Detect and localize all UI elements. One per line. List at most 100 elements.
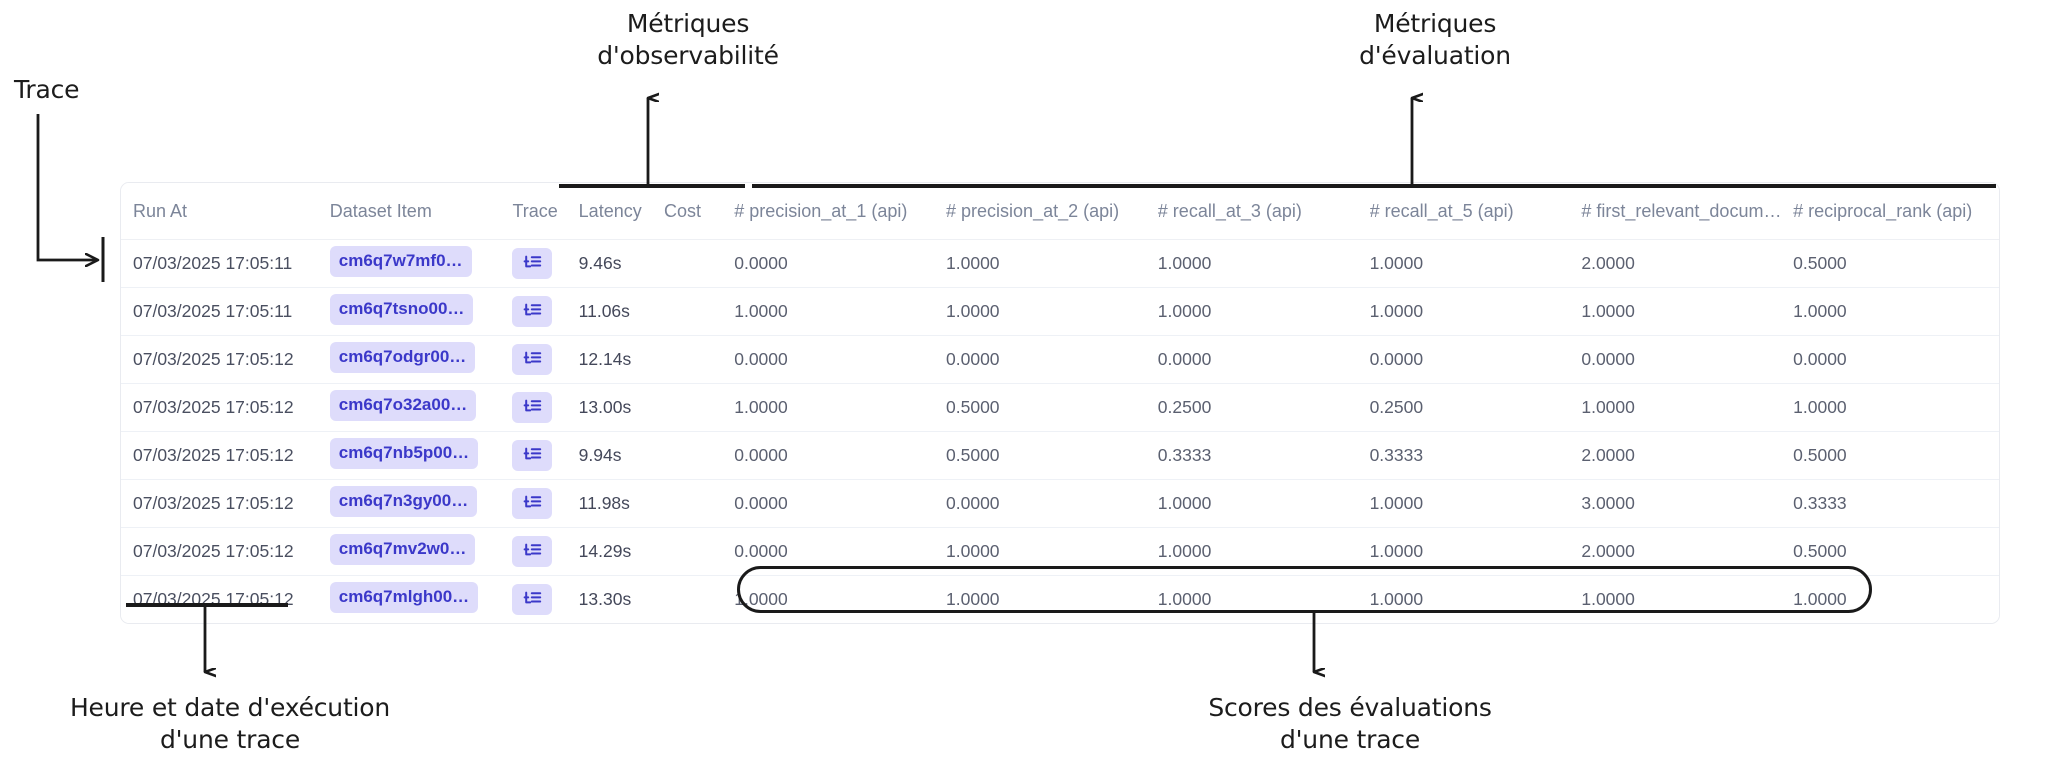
cell-first-relevant-document: 1.0000	[1581, 575, 1794, 623]
list-tree-icon[interactable]	[512, 296, 553, 327]
cell-trace	[512, 239, 579, 288]
column-header-latency[interactable]: Latency	[578, 183, 664, 240]
column-header-reciprocal-rank[interactable]: # reciprocal_rank (api)	[1793, 183, 1999, 240]
latency-text: 13.30s	[578, 589, 632, 609]
list-tree-icon[interactable]	[512, 536, 553, 567]
cell-latency: 11.98s	[578, 479, 664, 528]
cell-trace	[512, 527, 579, 576]
cell-first-relevant-document: 1.0000	[1581, 383, 1794, 432]
recall-at-3-value: 1.0000	[1157, 253, 1212, 273]
dataset-item-chip[interactable]: cm6q7mv2w0…	[329, 533, 476, 565]
cell-precision-at-1: 0.0000	[734, 527, 947, 576]
cell-dataset-item: cm6q7tsno00…	[329, 287, 513, 336]
dataset-item-chip[interactable]: cm6q7w7mf0…	[329, 245, 472, 277]
precision-at-1-value: 0.0000	[734, 349, 788, 369]
cell-recall-at-3: 1.0000	[1157, 527, 1370, 576]
list-tree-icon[interactable]	[512, 344, 553, 375]
cell-latency: 13.00s	[578, 383, 664, 432]
precision-at-2-value: 0.5000	[946, 445, 1000, 465]
cell-cost	[663, 239, 735, 288]
dataset-item-chip[interactable]: cm6q7nb5p00…	[329, 437, 479, 469]
column-header-recall-at-5[interactable]: # recall_at_5 (api)	[1369, 183, 1582, 240]
cell-run-at: 07/03/2025 17:05:12	[121, 479, 330, 528]
precision-at-1-value: 0.0000	[734, 541, 788, 561]
precision-at-2-value: 0.0000	[946, 349, 1000, 369]
precision-at-2-value: 1.0000	[946, 301, 1000, 321]
column-header-precision-at-2[interactable]: # precision_at_2 (api)	[946, 183, 1158, 240]
recall-at-5-value: 1.0000	[1369, 541, 1424, 561]
list-tree-icon[interactable]	[512, 584, 553, 615]
first-relevant-document-value: 0.0000	[1581, 349, 1635, 369]
column-header-cost[interactable]: Cost	[663, 183, 735, 240]
cell-trace	[512, 431, 579, 480]
recall-at-5-value: 0.2500	[1369, 397, 1424, 417]
annotation-observability-metrics-label: Métriques d'observabilité	[597, 9, 779, 70]
recall-at-3-value: 0.0000	[1157, 349, 1212, 369]
cell-reciprocal-rank: 0.5000	[1793, 239, 1999, 288]
cell-recall-at-3: 0.2500	[1157, 383, 1370, 432]
cell-precision-at-2: 0.5000	[946, 431, 1158, 480]
cell-first-relevant-document: 3.0000	[1581, 479, 1794, 528]
reciprocal-rank-value: 0.5000	[1793, 541, 1847, 561]
cell-reciprocal-rank: 0.5000	[1793, 527, 1999, 576]
cell-cost	[663, 431, 735, 480]
recall-at-3-value: 1.0000	[1157, 493, 1212, 513]
dataset-item-chip[interactable]: cm6q7odgr00…	[329, 341, 476, 373]
cell-dataset-item: cm6q7nb5p00…	[329, 431, 513, 480]
column-header-run-at[interactable]: Run At	[121, 183, 330, 240]
cell-recall-at-5: 0.0000	[1369, 335, 1582, 384]
dataset-item-chip[interactable]: cm6q7n3gy00…	[329, 485, 478, 517]
annotation-scores-caption: Scores des évaluations d'une trace	[1208, 693, 1492, 754]
precision-at-2-value: 1.0000	[946, 541, 1000, 561]
list-tree-icon[interactable]	[512, 440, 553, 471]
cell-cost	[663, 383, 735, 432]
dataset-item-chip[interactable]: cm6q7tsno00…	[329, 293, 474, 325]
cell-reciprocal-rank: 1.0000	[1793, 287, 1999, 336]
cell-recall-at-3: 0.3333	[1157, 431, 1370, 480]
reciprocal-rank-value: 1.0000	[1793, 589, 1847, 609]
annotation-evaluation-metrics-label: Métriques d'évaluation	[1359, 9, 1511, 70]
column-header-trace[interactable]: Trace	[512, 183, 579, 240]
first-relevant-document-value: 1.0000	[1581, 397, 1635, 417]
list-tree-icon[interactable]	[512, 392, 553, 423]
reciprocal-rank-value: 0.5000	[1793, 253, 1847, 273]
run-at-text: 07/03/2025 17:05:12	[133, 541, 294, 561]
column-header-recall-at-3[interactable]: # recall_at_3 (api)	[1157, 183, 1370, 240]
precision-at-2-value: 0.0000	[946, 493, 1000, 513]
cell-dataset-item: cm6q7n3gy00…	[329, 479, 513, 528]
cell-dataset-item: cm6q7odgr00…	[329, 335, 513, 384]
column-header-dataset-item[interactable]: Dataset Item	[329, 183, 513, 240]
recall-at-5-value: 0.0000	[1369, 349, 1424, 369]
cell-trace	[512, 575, 579, 623]
cell-recall-at-3: 0.0000	[1157, 335, 1370, 384]
run-at-text: 07/03/2025 17:05:11	[133, 301, 293, 321]
cell-run-at: 07/03/2025 17:05:11	[121, 287, 330, 336]
column-header-precision-at-1[interactable]: # precision_at_1 (api)	[734, 183, 947, 240]
dataset-item-chip[interactable]: cm6q7o32a00…	[329, 389, 477, 421]
cell-reciprocal-rank: 0.5000	[1793, 431, 1999, 480]
list-tree-icon[interactable]	[512, 248, 553, 279]
cell-run-at: 07/03/2025 17:05:12	[121, 431, 330, 480]
cell-precision-at-2: 1.0000	[946, 239, 1158, 288]
cell-dataset-item: cm6q7mv2w0…	[329, 527, 513, 576]
list-tree-icon[interactable]	[512, 488, 553, 519]
cell-recall-at-3: 1.0000	[1157, 239, 1370, 288]
cell-trace	[512, 383, 579, 432]
latency-text: 11.98s	[578, 493, 630, 513]
observability-callout-arrow	[559, 98, 745, 188]
recall-at-5-value: 1.0000	[1369, 301, 1424, 321]
column-header-first-relevant-document[interactable]: # first_relevant_docum…	[1581, 183, 1794, 240]
cell-run-at: 07/03/2025 17:05:12	[121, 383, 330, 432]
cell-recall-at-5: 1.0000	[1369, 575, 1582, 623]
dataset-item-chip[interactable]: cm6q7mlgh00…	[329, 581, 479, 613]
first-relevant-document-value: 1.0000	[1581, 589, 1635, 609]
